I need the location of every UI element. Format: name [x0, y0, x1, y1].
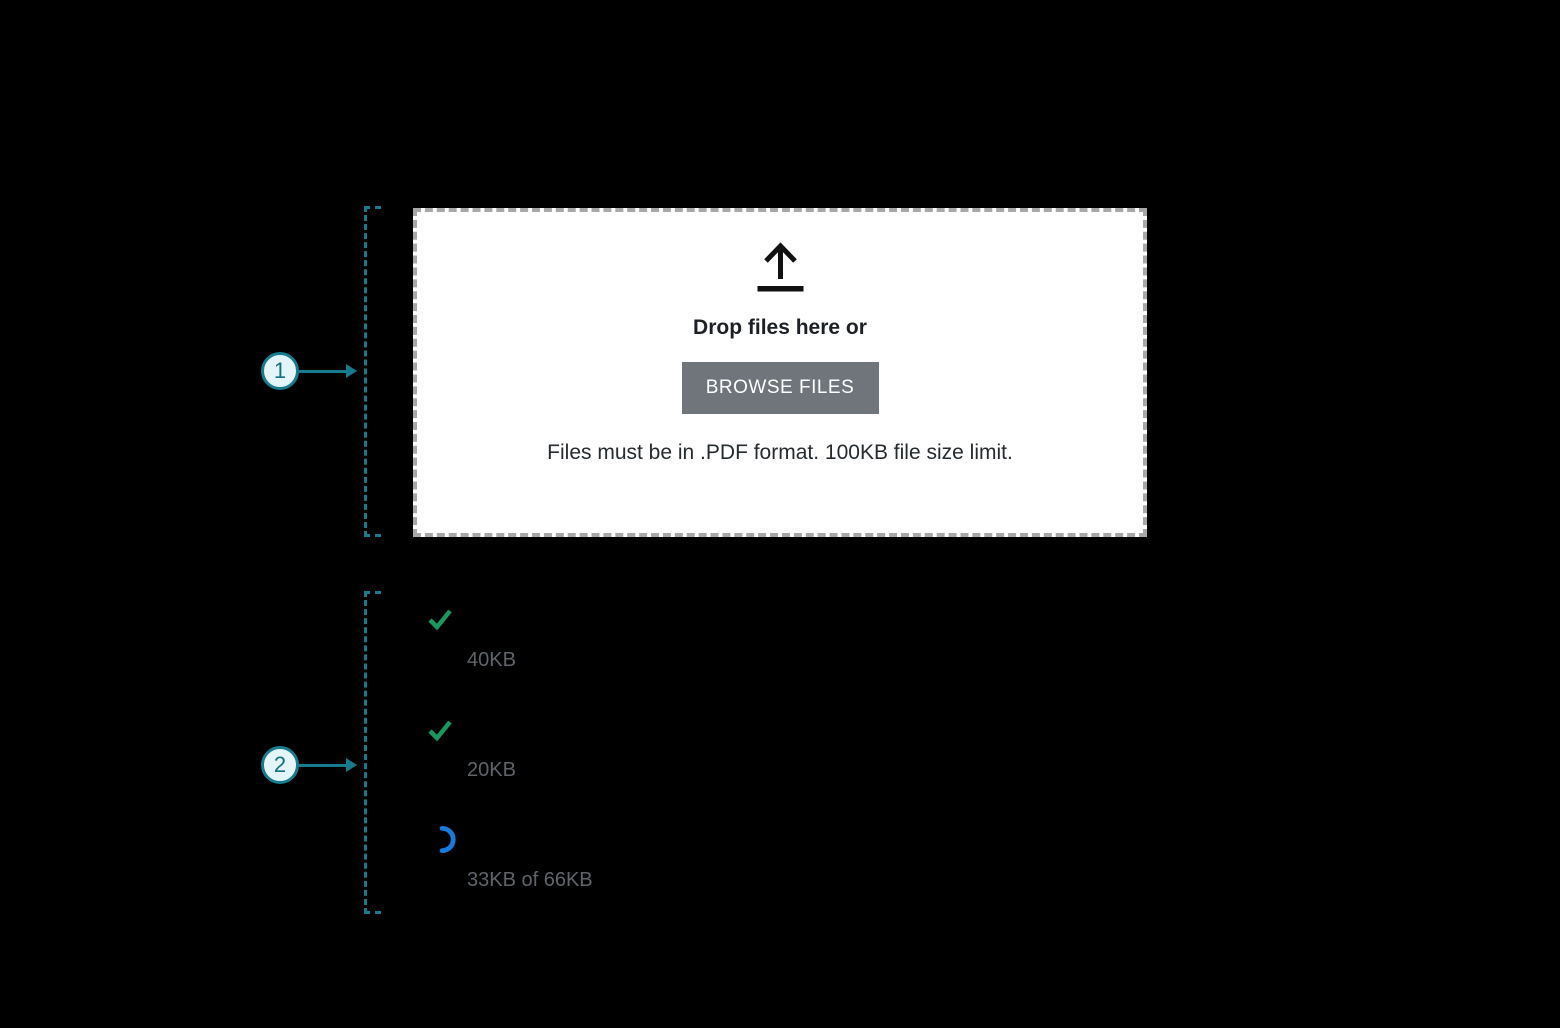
file-progress-label: 33KB of 66KB [467, 869, 593, 891]
callout-marker-1: 1 [261, 352, 299, 390]
arrow-head-icon [346, 364, 357, 378]
check-icon [427, 606, 453, 637]
file-size-label: 20KB [467, 759, 516, 781]
upload-icon [757, 235, 804, 297]
file-dropzone[interactable]: Drop files here or BROWSE FILES Files mu… [413, 208, 1147, 537]
callout-arrow [299, 764, 347, 767]
arrow-head-icon [346, 758, 357, 772]
callout-marker-2: 2 [261, 746, 299, 784]
annotation-bracket-file-list [364, 591, 381, 914]
file-size-label: 40KB [467, 649, 516, 671]
browse-files-button[interactable]: BROWSE FILES [681, 362, 879, 414]
dropzone-restrictions-note: Files must be in .PDF format. 100KB file… [547, 441, 1013, 464]
dropzone-title: Drop files here or [693, 316, 867, 339]
spinner-icon [431, 825, 460, 859]
callout-number: 2 [273, 752, 287, 777]
callout-arrow [299, 370, 347, 373]
annotation-bracket-dropzone [364, 206, 381, 537]
check-icon [427, 717, 453, 748]
callout-number: 1 [273, 358, 287, 383]
